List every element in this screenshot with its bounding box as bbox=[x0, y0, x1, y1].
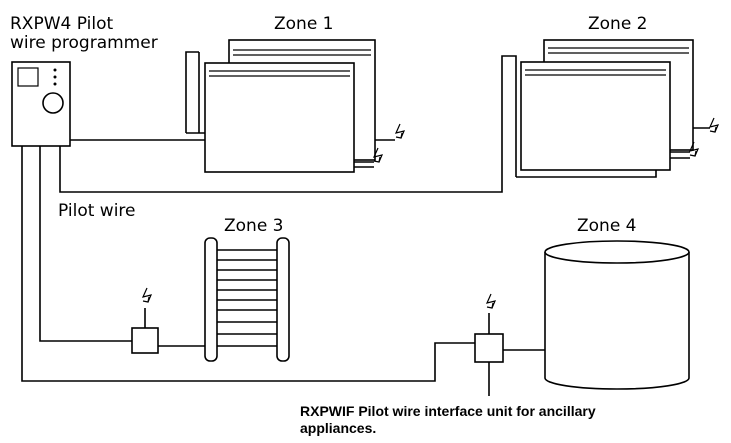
zone3-label: Zone 3 bbox=[224, 216, 284, 236]
pilot-wire-label: Pilot wire bbox=[58, 201, 136, 221]
lightning-bolt-icon bbox=[141, 287, 153, 303]
zone4-label: Zone 4 bbox=[577, 216, 637, 236]
zone1-label: Zone 1 bbox=[274, 14, 334, 34]
lightning-bolt-icon bbox=[372, 147, 384, 163]
lightning-bolt-icon bbox=[485, 293, 497, 309]
programmer-title-line2: wire programmer bbox=[10, 33, 158, 53]
pilot-wires bbox=[21, 139, 503, 382]
lightning-bolt-icon bbox=[394, 123, 406, 139]
zone2-label: Zone 2 bbox=[588, 14, 648, 34]
programmer-unit bbox=[11, 61, 71, 147]
interface-label-line1: RXPWIF Pilot wire interface unit for anc… bbox=[300, 403, 596, 419]
programmer-title-line1: RXPW4 Pilot bbox=[10, 14, 113, 34]
zone1-heaters bbox=[185, 39, 395, 173]
interface-unit bbox=[474, 313, 545, 396]
zone2-heaters bbox=[501, 39, 710, 178]
lightning-bolt-icon bbox=[708, 117, 720, 133]
interface-label-line2: appliances. bbox=[300, 420, 376, 436]
zone3-control-box bbox=[131, 327, 159, 354]
zone3-towel-rail bbox=[131, 237, 290, 362]
zone4-cylinder bbox=[544, 240, 690, 390]
programmer-display bbox=[17, 67, 39, 87]
lightning-bolt-icon bbox=[688, 141, 700, 157]
programmer-dial bbox=[42, 92, 64, 114]
